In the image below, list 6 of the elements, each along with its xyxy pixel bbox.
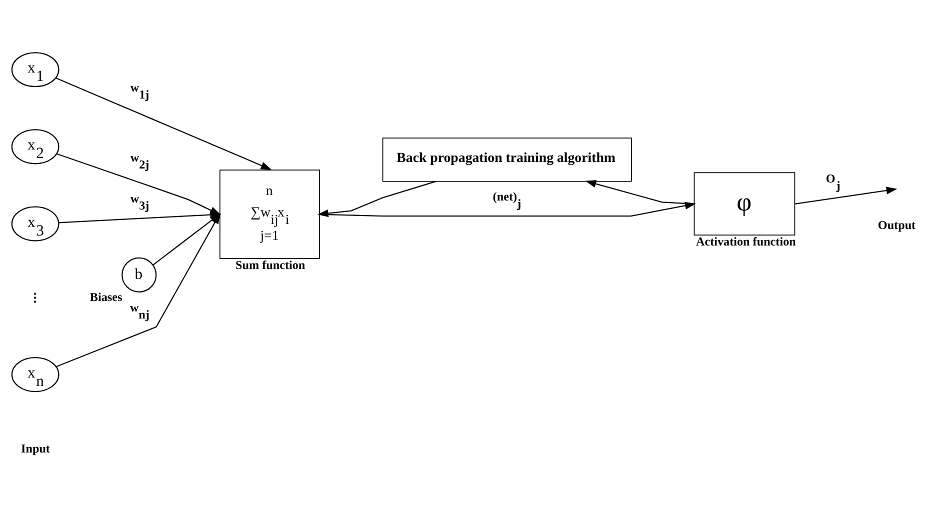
label: ⋮: [29, 290, 42, 305]
node-label: Biases: [90, 290, 122, 304]
node-label: Activation function: [696, 234, 796, 249]
node-label: Sum function: [236, 258, 306, 272]
label: Input: [21, 441, 50, 456]
label: Output: [878, 218, 916, 232]
